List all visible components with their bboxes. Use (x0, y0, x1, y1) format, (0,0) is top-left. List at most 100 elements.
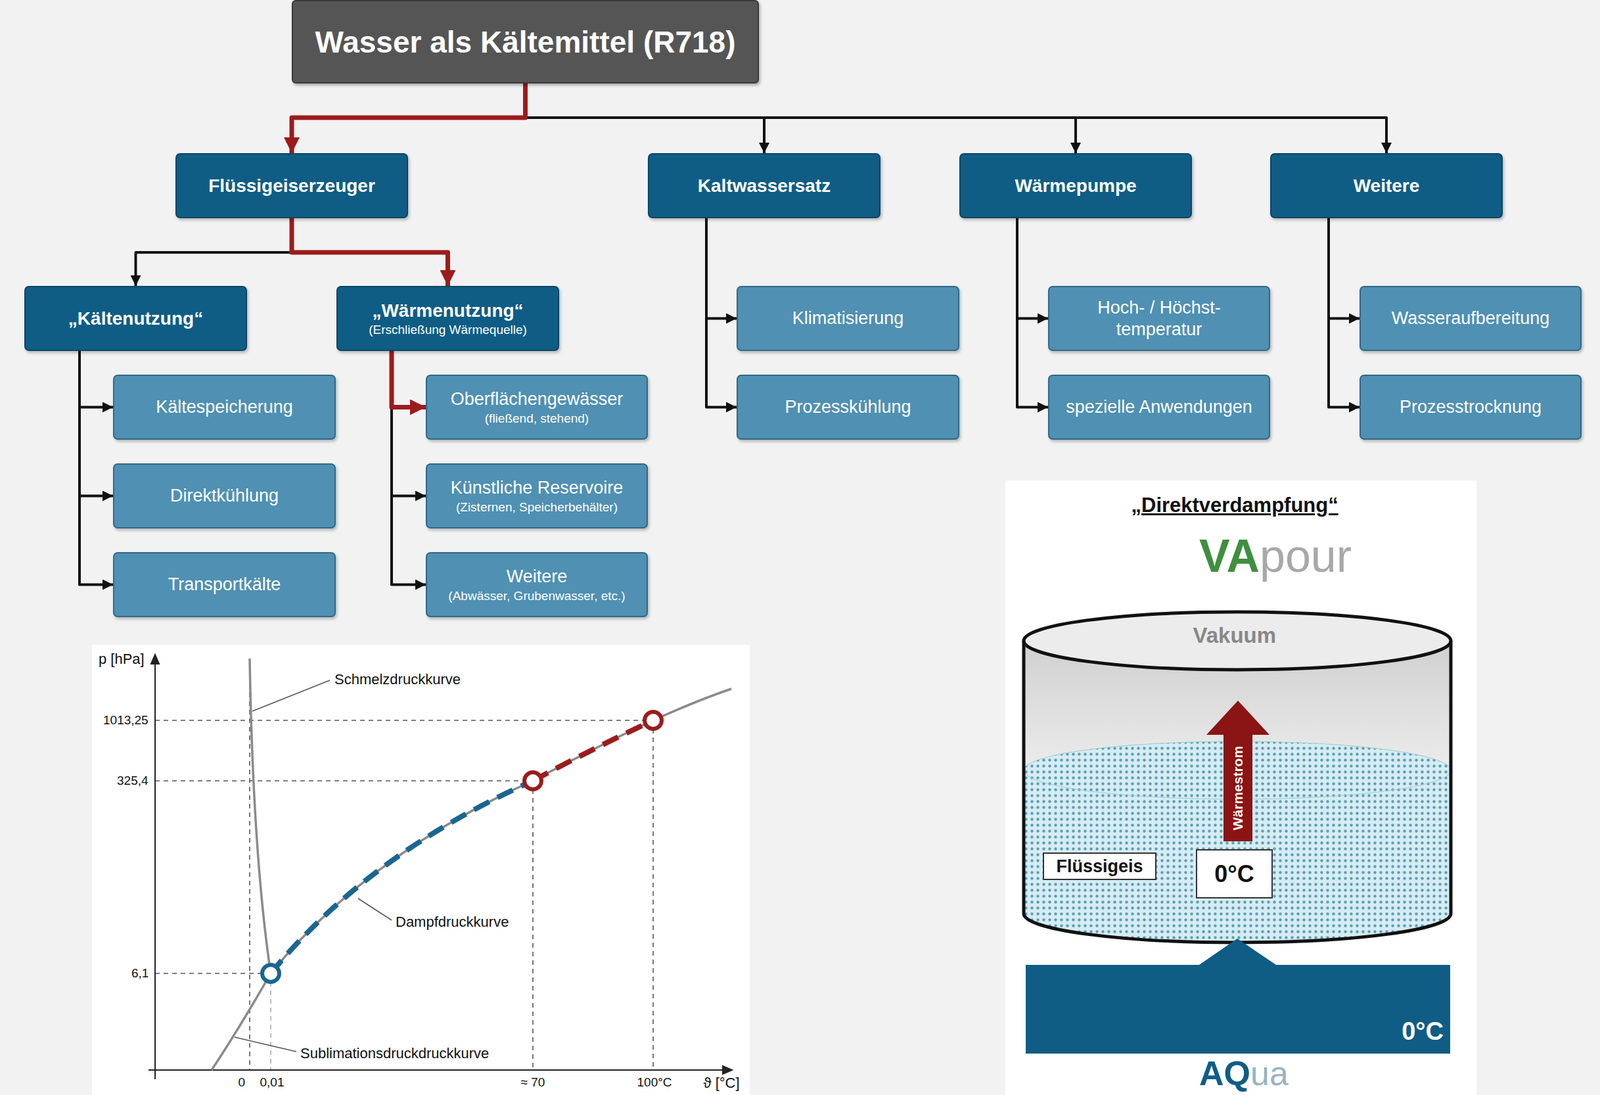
axis-title: ϑ [°C] (703, 1074, 740, 1091)
application-box: Kältespeicherung (113, 374, 336, 440)
axes (148, 654, 732, 1079)
highlight-connector (291, 83, 526, 154)
node-text: 0°C (1214, 860, 1254, 888)
arrow-label: Wärmestrom (1230, 745, 1246, 830)
tick-label: 325,4 (116, 773, 149, 788)
connector (1017, 218, 1049, 408)
point-70 (524, 772, 542, 790)
highlight-connector (291, 218, 449, 286)
phase-curves (211, 658, 732, 1070)
connector (79, 350, 114, 585)
node-text: Wärmepumpe (1014, 175, 1137, 197)
node-subtext: (Erschließung Wärmequelle) (368, 322, 527, 338)
application-box: Prozesskühlung (736, 374, 960, 440)
label-box: Flüssigeis (1042, 852, 1157, 880)
connector (706, 218, 737, 319)
heat-source-bar: 0°C (1025, 964, 1451, 1054)
node-text: Weitere (506, 565, 568, 587)
logo-part: VA (1199, 529, 1260, 583)
panel-heading: „Direktverdampfung“ (1131, 493, 1339, 518)
node-text: Oberflächengewässer (450, 388, 624, 410)
category-box: Kaltwassersatz (647, 153, 881, 219)
connector (79, 350, 114, 408)
range-blue (270, 780, 533, 974)
title-box: Wasser als Kältemittel (R718) (291, 0, 759, 84)
application-box: Hoch- / Höchst- temperatur (1048, 285, 1271, 351)
node-text: Direktkühlung (170, 484, 279, 506)
category-box: Weitere (1270, 153, 1503, 219)
triple-point (262, 964, 280, 982)
tick-label: 100°C (637, 1074, 673, 1090)
node-text: Flüssigeiserzeuger (208, 175, 376, 197)
axis-title: p [hPa] (98, 650, 145, 667)
category-box: „Kältenutzung“ (24, 285, 248, 351)
tick-label: ≈ 70 (521, 1074, 546, 1090)
node-text: Prozesstrocknung (1399, 396, 1542, 418)
tick-label: 0 (238, 1074, 246, 1090)
curve-label: Sublimationsdruckdruckkurve (298, 1044, 491, 1062)
node-text: spezielle Anwendungen (1065, 396, 1253, 418)
highlight-connector (391, 350, 426, 408)
cylinder-bottom (1023, 913, 1451, 943)
curve-label: Schmelzdruckkurve (333, 670, 462, 688)
logo-part: pour (1259, 529, 1352, 583)
application-box: Prozesstrocknung (1359, 374, 1582, 440)
connector (1328, 218, 1360, 319)
connector (391, 350, 426, 497)
application-box: Klimatisierung (736, 285, 960, 351)
node-subtext: (Zisternen, Speicherbehälter) (456, 500, 618, 515)
connector (525, 83, 1388, 154)
temperature-box: 0°C (1195, 848, 1273, 899)
node-text: Kaltwassersatz (697, 175, 831, 197)
node-text: Flüssigeis (1055, 856, 1143, 877)
chart-panel (91, 644, 750, 1095)
guide-lines (155, 658, 654, 1070)
point-100 (644, 711, 662, 729)
cylinder-top (1023, 611, 1451, 670)
cylinder-wall (1449, 640, 1453, 914)
node-text: Wasser als Kältemittel (R718) (314, 24, 736, 60)
illustration-panel (1005, 480, 1477, 1095)
node-text: Klimatisierung (792, 307, 905, 329)
category-box: Flüssigeiserzeuger (175, 153, 409, 219)
node-text: Weitere (1353, 175, 1420, 197)
node-subtext: (fließend, stehend) (484, 411, 589, 426)
node-text: Künstliche Reservoire (450, 477, 624, 499)
category-box: Wärmepumpe (959, 153, 1192, 219)
heat-input-arrow (1199, 938, 1277, 965)
connector (391, 350, 426, 585)
node-text: 0°C (1401, 1017, 1444, 1046)
logo-part: ua (1250, 1053, 1289, 1094)
node-text: „Kältenutzung“ (68, 308, 204, 330)
application-box: Weitere(Abwässer, Grubenwasser, etc.) (425, 551, 648, 618)
node-text: Kältespeicherung (155, 396, 294, 418)
application-box: Künstliche Reservoire(Zisternen, Speiche… (425, 463, 648, 529)
connector (136, 218, 293, 286)
tick-label: 0,01 (260, 1074, 285, 1090)
node-text: Hoch- / Höchst- temperatur (1055, 297, 1263, 340)
application-box: Direktkühlung (113, 463, 336, 529)
application-box: Oberflächengewässer(fließend, stehend) (425, 374, 648, 440)
application-box: spezielle Anwendungen (1048, 374, 1271, 440)
node-text: Prozesskühlung (784, 396, 911, 418)
application-box: Wasseraufbereitung (1359, 285, 1582, 351)
logo-part: AQ (1199, 1053, 1251, 1094)
application-box: Transportkälte (113, 551, 336, 618)
node-text: Wasseraufbereitung (1391, 307, 1551, 329)
connector (1328, 218, 1360, 408)
node-text: „Wärmenutzung“ (371, 300, 524, 322)
connector (706, 218, 737, 408)
heat-flow-arrow (1206, 700, 1270, 842)
cylinder-wall (1022, 640, 1026, 914)
tick-label: 1013,25 (103, 712, 149, 728)
leader-lines (234, 680, 392, 1052)
category-box: „Wärmenutzung“(Erschließung Wärmequelle) (336, 285, 560, 351)
curve-label: Dampfdruckkurve (394, 913, 510, 930)
node-subtext: (Abwässer, Grubenwasser, etc.) (448, 588, 625, 604)
connector (1017, 218, 1049, 319)
connector (79, 350, 114, 497)
tick-label: 6,1 (131, 965, 149, 981)
node-text: Transportkälte (168, 573, 282, 595)
region-label: Vakuum (1193, 622, 1277, 648)
